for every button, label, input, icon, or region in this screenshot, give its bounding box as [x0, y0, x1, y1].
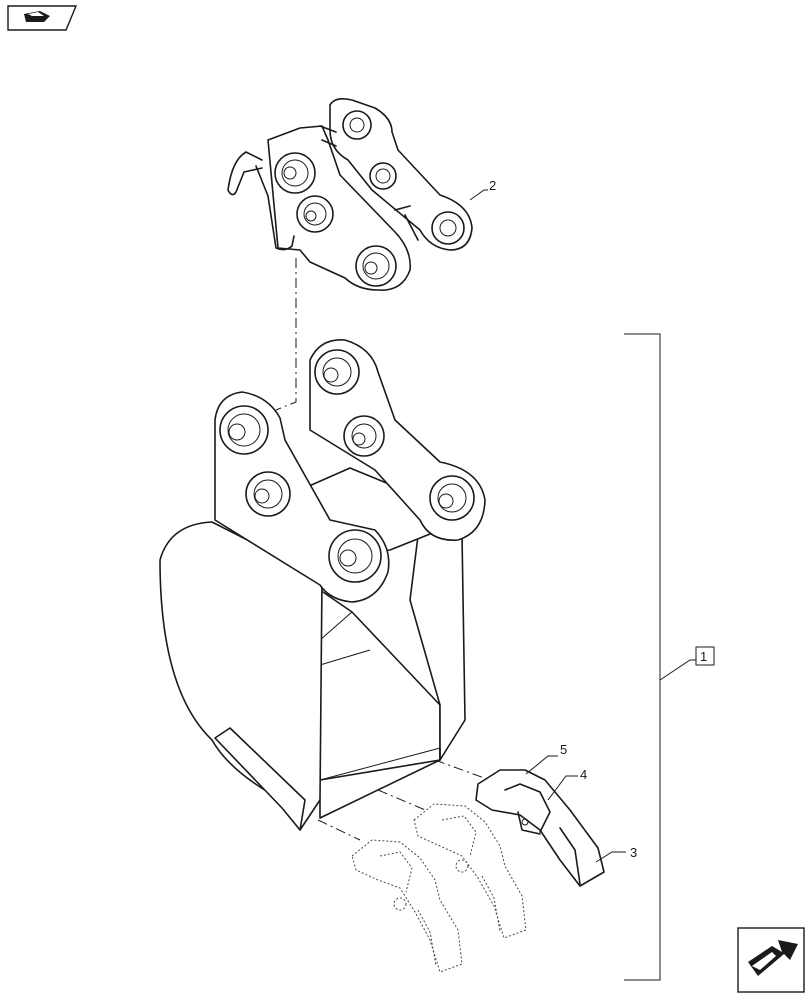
- callout-1-label[interactable]: 1: [700, 649, 707, 664]
- callout-5-label[interactable]: 5: [560, 742, 567, 757]
- assembly-bracket: [624, 333, 661, 981]
- callout-5-leader: [525, 755, 558, 775]
- top-nav-book-icon[interactable]: [7, 5, 78, 31]
- quick-coupler-drawing: [227, 98, 473, 291]
- assembly-line-tooth-2: [377, 789, 431, 813]
- bucket-tooth-ghost-1: [351, 839, 463, 973]
- callout-2-leader: [469, 189, 488, 201]
- callout-3-leader: [595, 851, 626, 863]
- callout-4-leader: [547, 775, 578, 801]
- callout-2-label[interactable]: 2: [489, 178, 496, 193]
- assembly-line-coupler-bucket: [275, 258, 297, 411]
- callout-1-leader: [659, 659, 696, 681]
- callout-1-box: [695, 646, 715, 666]
- bucket-drawing: [159, 339, 486, 831]
- bucket-tooth-ghost-2: [413, 803, 527, 939]
- assembly-line-tooth-1: [317, 819, 361, 841]
- callout-3-label[interactable]: 3: [630, 845, 637, 860]
- next-page-arrow-icon[interactable]: [737, 927, 805, 993]
- callout-4-label[interactable]: 4: [580, 767, 587, 782]
